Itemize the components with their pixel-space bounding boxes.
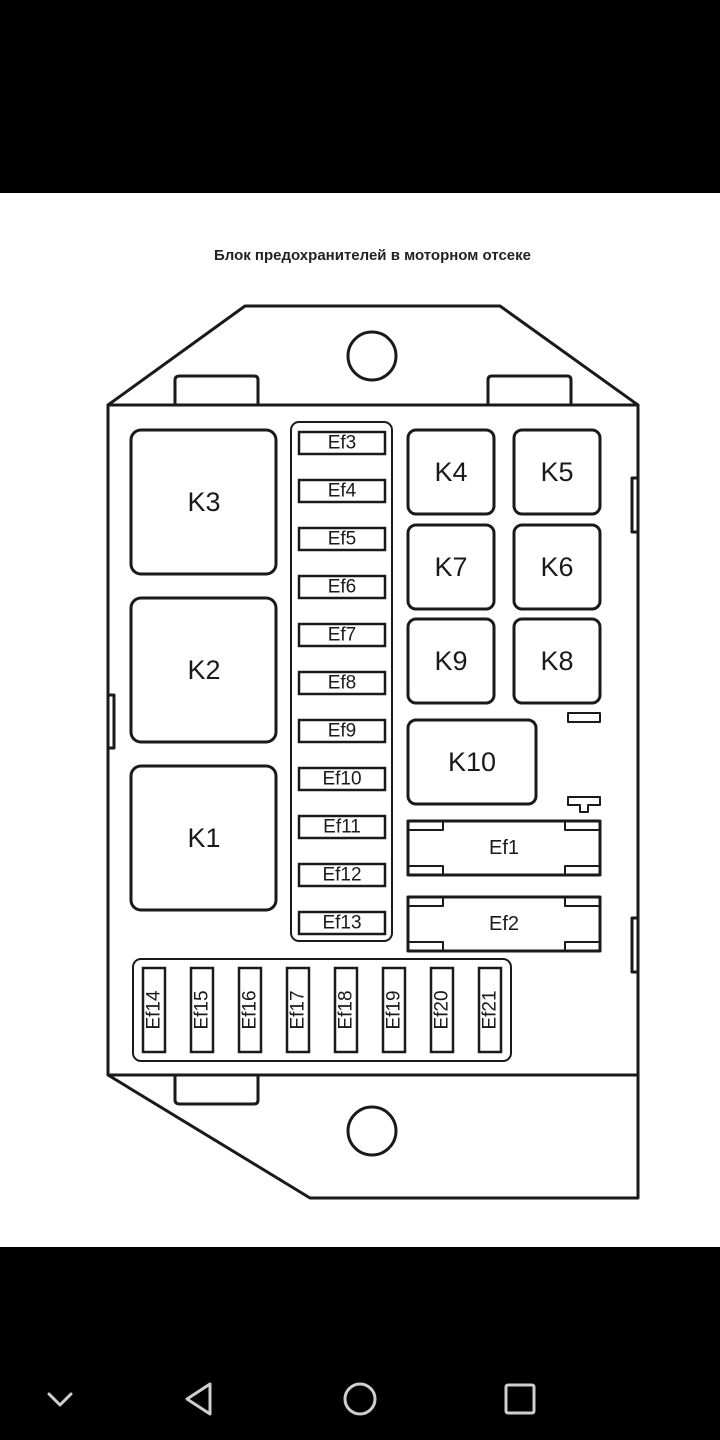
fuse-ef18-label: Ef18 [336, 990, 357, 1029]
maxi-fuse-ef1-clip-right [564, 821, 600, 831]
fuse-box-body [106, 403, 640, 1077]
relay-k10 [406, 718, 538, 806]
fuse-ef17-label: Ef17 [288, 990, 309, 1029]
left-notch [108, 693, 116, 750]
relay-k3-label: K3 [187, 487, 220, 517]
fuse-ef10-label: Ef10 [322, 769, 361, 790]
relay-k5-label: K5 [540, 457, 573, 487]
top-tab-right [486, 374, 573, 405]
maxi-fuse-ef1-label: Ef1 [489, 837, 519, 859]
fuse-ef19 [381, 966, 407, 1054]
diagram-title: Блок предохранителей в моторном отсеке [213, 247, 531, 264]
small-slot [567, 712, 601, 723]
fuse-ef9-label: Ef9 [328, 721, 357, 742]
fuse-ef19-label: Ef19 [384, 990, 405, 1029]
maxi-fuse-ef2-clip-right [564, 897, 600, 907]
fuse-ef11 [297, 814, 387, 840]
bottom-tab [173, 1075, 260, 1106]
fuse-ef8-label: Ef8 [328, 673, 357, 694]
top-black-area [0, 0, 720, 193]
fuse-ef4-label: Ef4 [328, 481, 357, 502]
bottom-bracket [107, 1073, 640, 1200]
fuse-ef13-label: Ef13 [322, 913, 361, 934]
t-connector [567, 796, 601, 813]
fuse-ef7-label: Ef7 [328, 625, 357, 646]
fuse-ef14-label: Ef14 [144, 990, 165, 1030]
relay-k8 [512, 617, 602, 705]
relay-k7 [406, 523, 496, 611]
relay-k6 [512, 523, 602, 611]
fuse-ef21 [477, 966, 503, 1054]
maxi-fuse-ef1-clip-bottom-right [564, 865, 600, 875]
fuse-ef18 [333, 966, 359, 1054]
relay-k4-label: K4 [434, 457, 467, 487]
back-icon[interactable] [175, 1374, 225, 1424]
relay-k2 [129, 596, 278, 744]
maxi-fuse-ef2-clip-left [408, 897, 444, 907]
fuse-ef20-label: Ef20 [432, 990, 453, 1029]
fuse-ef15-label: Ef15 [192, 990, 213, 1029]
relay-k1 [129, 764, 278, 912]
relay-k5 [512, 428, 602, 516]
fuse-ef4 [297, 478, 387, 504]
right-notch-2 [630, 916, 638, 974]
fuse-ef5 [297, 526, 387, 552]
home-icon[interactable] [335, 1374, 385, 1424]
fuse-ef10 [297, 766, 387, 792]
fuse-ef12 [297, 862, 387, 888]
maxi-fuse-ef1-clip-bottom-left [408, 865, 444, 875]
fuse-ef3 [297, 430, 387, 456]
fuse-ef7 [297, 622, 387, 648]
relay-k9-label: K9 [434, 646, 467, 676]
fuse-ef20 [429, 966, 455, 1054]
relay-k7-label: K7 [434, 552, 467, 582]
top-tab-left [173, 374, 260, 405]
fuse-ef11-label: Ef11 [323, 817, 361, 838]
fuse-row: Ef14 Ef15 Ef16 Ef17 Ef18 Ef19 Ef20 Ef21 [141, 966, 503, 1054]
fuse-ef3-label: Ef3 [328, 433, 357, 454]
relay-k2-label: K2 [187, 655, 220, 685]
fuse-ef16 [237, 966, 263, 1054]
maxi-fuse-ef2-label: Ef2 [489, 913, 519, 935]
fuse-ef6-label: Ef6 [328, 577, 357, 598]
maxi-fuse-ef1 [406, 819, 602, 877]
maxi-fuse-ef2-clip-bottom-right [564, 941, 600, 951]
fuse-ef16-label: Ef16 [240, 990, 261, 1029]
fuse-ef9 [297, 718, 387, 744]
relay-k4 [406, 428, 496, 516]
fuse-row-frame [132, 958, 512, 1062]
relay-k1-label: K1 [187, 823, 220, 853]
maxi-fuse-ef1-clip-left [408, 821, 444, 831]
relay-k6-label: K6 [540, 552, 573, 582]
fuse-ef15 [189, 966, 215, 1054]
navigation-bar [0, 1247, 720, 1440]
recents-icon[interactable] [495, 1374, 545, 1424]
fuse-ef6 [297, 574, 387, 600]
fuse-ef5-label: Ef5 [328, 529, 357, 550]
relay-k8-label: K8 [540, 646, 573, 676]
relay-k10-label: K10 [448, 747, 496, 777]
mounting-hole-top [346, 330, 398, 382]
maxi-fuse-ef2-clip-bottom-left [408, 941, 444, 951]
fuse-ef8 [297, 670, 387, 696]
fuse-ef13 [297, 910, 387, 936]
fuse-ef17 [285, 966, 311, 1054]
fuse-column-frame [290, 421, 393, 942]
fuse-ef12-label: Ef12 [322, 865, 361, 886]
top-bracket [107, 304, 639, 407]
right-notch-1 [630, 476, 638, 534]
mounting-hole-bottom [346, 1105, 398, 1157]
relay-k3 [129, 428, 278, 576]
maxi-fuse-ef2 [406, 895, 602, 953]
chevron-down-icon[interactable] [35, 1374, 85, 1424]
fuse-ef14 [141, 966, 167, 1054]
relay-k9 [406, 617, 496, 705]
fuse-ef21-label: Ef21 [480, 990, 501, 1029]
